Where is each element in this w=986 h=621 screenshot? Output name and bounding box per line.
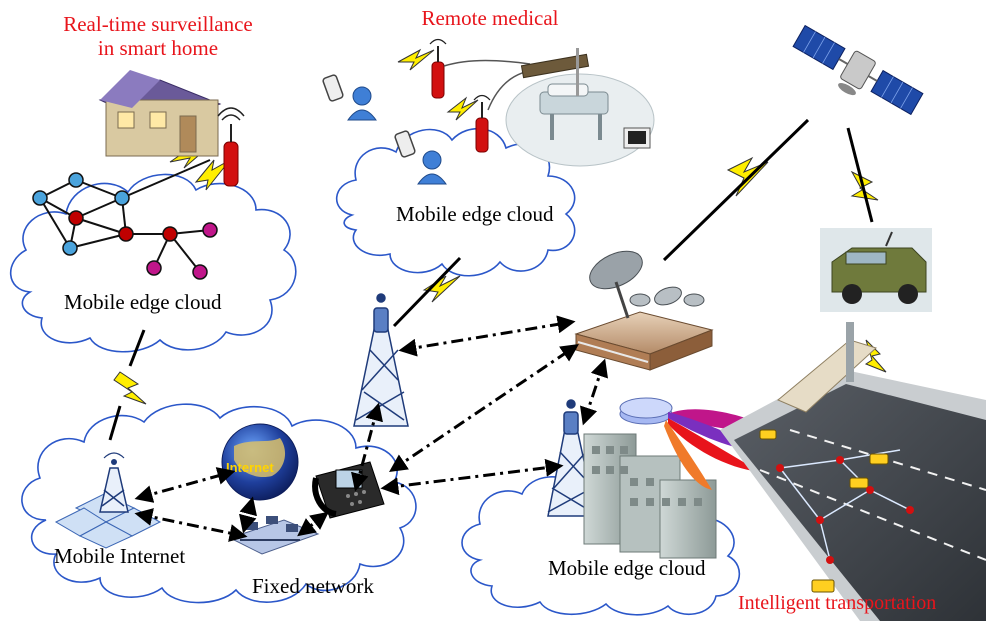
satellite-links xyxy=(108,118,874,441)
node-red xyxy=(68,210,84,226)
medical-tower-icon xyxy=(429,38,491,153)
node-magenta xyxy=(192,264,208,280)
cloud-left-label: Mobile edge cloud xyxy=(64,290,222,314)
smart-home-title: Real-time surveillance in smart home xyxy=(32,12,284,60)
mobile-internet-label: Mobile Internet xyxy=(54,544,186,568)
internet-globe-label: Internet xyxy=(226,460,274,475)
cloud-middle-label: Mobile edge cloud xyxy=(396,202,554,226)
node-magenta xyxy=(202,222,218,238)
internet-globe-icon: Internet xyxy=(221,423,299,501)
smart-home-title-line1: Real-time surveillance xyxy=(63,12,253,36)
city-buildings xyxy=(583,397,717,559)
node-red xyxy=(118,226,134,242)
medical-devices xyxy=(322,38,655,185)
fixed-network-label: Fixed network xyxy=(252,574,374,598)
smart-home-tower-icon xyxy=(217,107,245,187)
node-blue xyxy=(32,190,48,206)
node-red xyxy=(162,226,178,242)
person-icon xyxy=(347,86,377,121)
satellite-icon xyxy=(792,24,924,116)
cell-tower-center-icon xyxy=(353,293,409,427)
remote-medical-title: Remote medical xyxy=(421,6,559,30)
road-scene xyxy=(720,322,986,621)
smart-home-title-line2: in smart home xyxy=(97,36,219,61)
vehicle-icon xyxy=(820,228,932,312)
lightning-left-cloud-to-mobile-internet xyxy=(113,371,147,405)
cloud-middle xyxy=(335,127,576,277)
person-icon xyxy=(417,150,447,185)
hospital-bed-scene xyxy=(505,48,655,167)
lightning-medical-1 xyxy=(397,48,435,71)
ground-station-icon xyxy=(574,250,714,371)
network-connections xyxy=(134,315,608,542)
node-blue xyxy=(68,172,84,188)
cloud-right-label: Mobile edge cloud xyxy=(548,556,706,580)
cloud-bottom-left xyxy=(21,403,417,604)
sensor-network-graph xyxy=(32,159,218,280)
lightning-middle-cloud-to-tower xyxy=(422,275,461,303)
lightning-vehicle-to-bridge xyxy=(864,339,887,373)
node-magenta xyxy=(146,260,162,276)
node-blue xyxy=(62,240,78,256)
node-blue xyxy=(114,190,130,206)
lightning-medical-2 xyxy=(446,96,479,121)
smart-home-house xyxy=(98,70,222,157)
mobile-internet-icon xyxy=(54,452,162,549)
intelligent-transportation-title: Intelligent transportation xyxy=(738,592,937,614)
lightning-satellite-to-vehicle xyxy=(850,170,879,201)
